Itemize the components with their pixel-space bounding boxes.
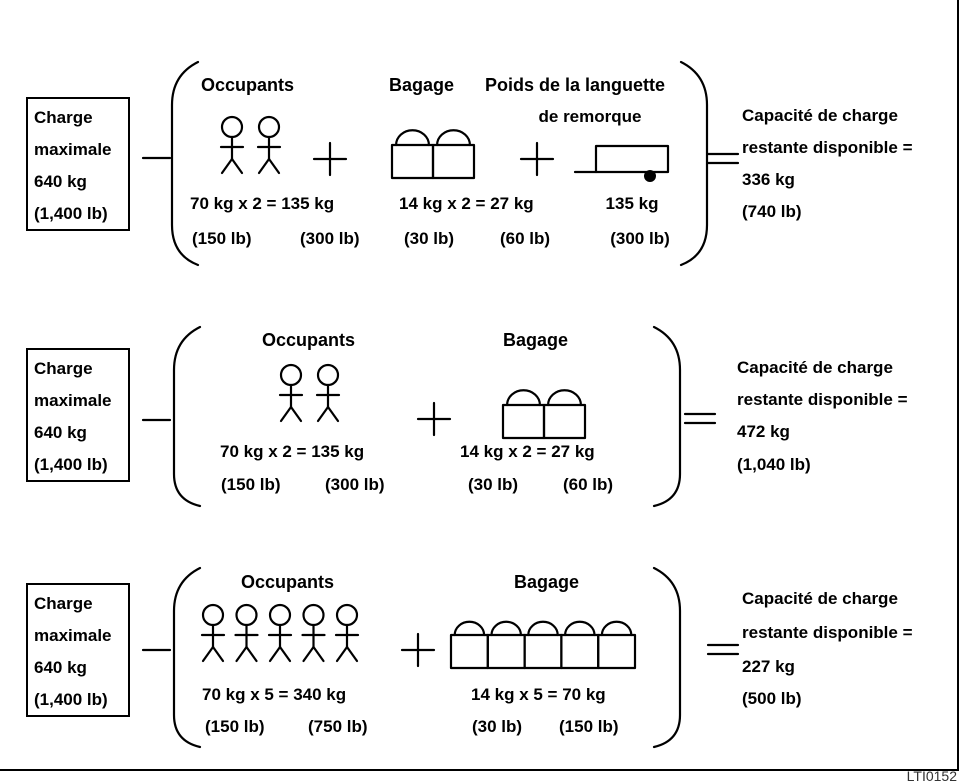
baggage-title: Bagage — [389, 75, 455, 95]
plus-sign — [416, 401, 452, 437]
occupant-icons — [278, 363, 341, 423]
occupants-equation: 70 kg x 5 = 340 kg — [202, 685, 347, 704]
max-load-box: Charge maximale 640 kg (1,400 lb) — [26, 348, 130, 482]
baggage-icons — [501, 389, 587, 440]
occupant-icons — [200, 603, 360, 663]
occupants-title: Occupants — [201, 75, 295, 95]
right-bracket — [652, 566, 682, 749]
baggage-total-lb: (60 lb) — [500, 229, 551, 248]
max-load-line2: maximale — [34, 626, 112, 645]
occupant-lb: (150 lb) — [205, 717, 265, 736]
trailer-icon — [573, 144, 670, 182]
person-icon — [219, 115, 245, 175]
max-load-line1: Charge — [34, 359, 93, 378]
row2-graphics — [141, 325, 717, 508]
baggage-title: Bagage — [503, 330, 569, 350]
baggage-icons — [449, 620, 637, 670]
person-icon — [278, 363, 304, 423]
baggage-title: Bagage — [514, 572, 580, 592]
result-line2: restante disponible = — [742, 623, 913, 642]
baggage-unit-lb: (30 lb) — [404, 229, 455, 248]
equals-sign — [706, 152, 740, 165]
person-icon — [334, 603, 360, 663]
max-load-kg: 640 kg — [34, 423, 87, 442]
left-bracket — [172, 566, 202, 749]
bag-icon — [542, 389, 587, 440]
occupants-title: Occupants — [262, 330, 356, 350]
occupants-equation: 70 kg x 2 = 135 kg — [220, 442, 365, 461]
result-lb: (1,040 lb) — [737, 455, 811, 474]
baggage-unit-lb: (30 lb) — [468, 475, 519, 494]
person-icon — [234, 603, 259, 663]
max-load-lb: (1,400 lb) — [34, 690, 108, 709]
occupant-lb: (150 lb) — [221, 475, 281, 494]
baggage-equation: 14 kg x 2 = 27 kg — [460, 442, 595, 461]
baggage-equation: 14 kg x 2 = 27 kg — [399, 194, 534, 213]
person-icon — [200, 603, 226, 663]
max-load-lb: (1,400 lb) — [34, 204, 108, 223]
plus-sign — [400, 632, 436, 668]
left-bracket — [172, 325, 202, 508]
tongue-weight-kg: 135 kg — [605, 194, 659, 213]
occupants-title: Occupants — [241, 572, 335, 592]
person-icon — [267, 603, 293, 663]
occupant-icons — [219, 115, 282, 175]
bag-icon — [390, 129, 435, 180]
occupants-total-lb: (300 lb) — [300, 229, 360, 248]
left-bracket — [170, 60, 200, 267]
bag-icon — [560, 620, 600, 670]
max-load-kg: 640 kg — [34, 658, 87, 677]
baggage-total-lb: (60 lb) — [563, 475, 614, 494]
equals-sign — [706, 643, 740, 656]
max-load-line1: Charge — [34, 108, 93, 127]
plus-sign — [519, 141, 555, 177]
right-bracket — [679, 60, 709, 267]
plus-sign — [312, 141, 348, 177]
result-lb: (740 lb) — [742, 202, 802, 221]
bag-icon — [501, 389, 546, 440]
result-line2: restante disponible = — [737, 390, 908, 409]
baggage-unit-lb: (30 lb) — [472, 717, 523, 736]
row3-graphics — [141, 566, 740, 749]
occupant-lb: (150 lb) — [192, 229, 252, 248]
row1-graphics — [141, 60, 740, 267]
result-line1: Capacité de charge — [742, 106, 898, 125]
result-kg: 227 kg — [742, 657, 795, 676]
bag-icon — [486, 620, 526, 670]
max-load-line2: maximale — [34, 140, 112, 159]
result-line2: restante disponible = — [742, 138, 913, 157]
max-load-lb: (1,400 lb) — [34, 455, 108, 474]
person-icon — [256, 115, 282, 175]
bag-icon — [449, 620, 489, 670]
occupants-equation: 70 kg x 2 = 135 kg — [190, 194, 335, 213]
bag-icon — [597, 620, 637, 670]
result-line1: Capacité de charge — [742, 589, 898, 608]
result-line1: Capacité de charge — [737, 358, 893, 377]
baggage-equation: 14 kg x 5 = 70 kg — [471, 685, 606, 704]
max-load-line1: Charge — [34, 594, 93, 613]
result-kg: 336 kg — [742, 170, 795, 189]
person-icon — [315, 363, 341, 423]
occupants-total-lb: (750 lb) — [308, 717, 368, 736]
bag-icon — [431, 129, 476, 180]
right-bracket — [652, 325, 682, 508]
occupants-total-lb: (300 lb) — [325, 475, 385, 494]
figure-code: LTI0152 — [906, 768, 957, 784]
tongue-weight-title-line2: de remorque — [538, 107, 642, 126]
person-icon — [301, 603, 326, 663]
tongue-weight-title-line1: Poids de la languette — [485, 75, 666, 95]
max-load-line2: maximale — [34, 391, 112, 410]
result-kg: 472 kg — [737, 422, 790, 441]
baggage-icons — [390, 129, 476, 180]
max-load-box: Charge maximale 640 kg (1,400 lb) — [26, 583, 130, 717]
bag-icon — [523, 620, 563, 670]
tongue-weight-lb: (300 lb) — [610, 229, 670, 248]
equals-sign — [683, 412, 717, 425]
max-load-box: Charge maximale 640 kg (1,400 lb) — [26, 97, 130, 231]
result-lb: (500 lb) — [742, 689, 802, 708]
baggage-total-lb: (150 lb) — [559, 717, 619, 736]
max-load-kg: 640 kg — [34, 172, 87, 191]
